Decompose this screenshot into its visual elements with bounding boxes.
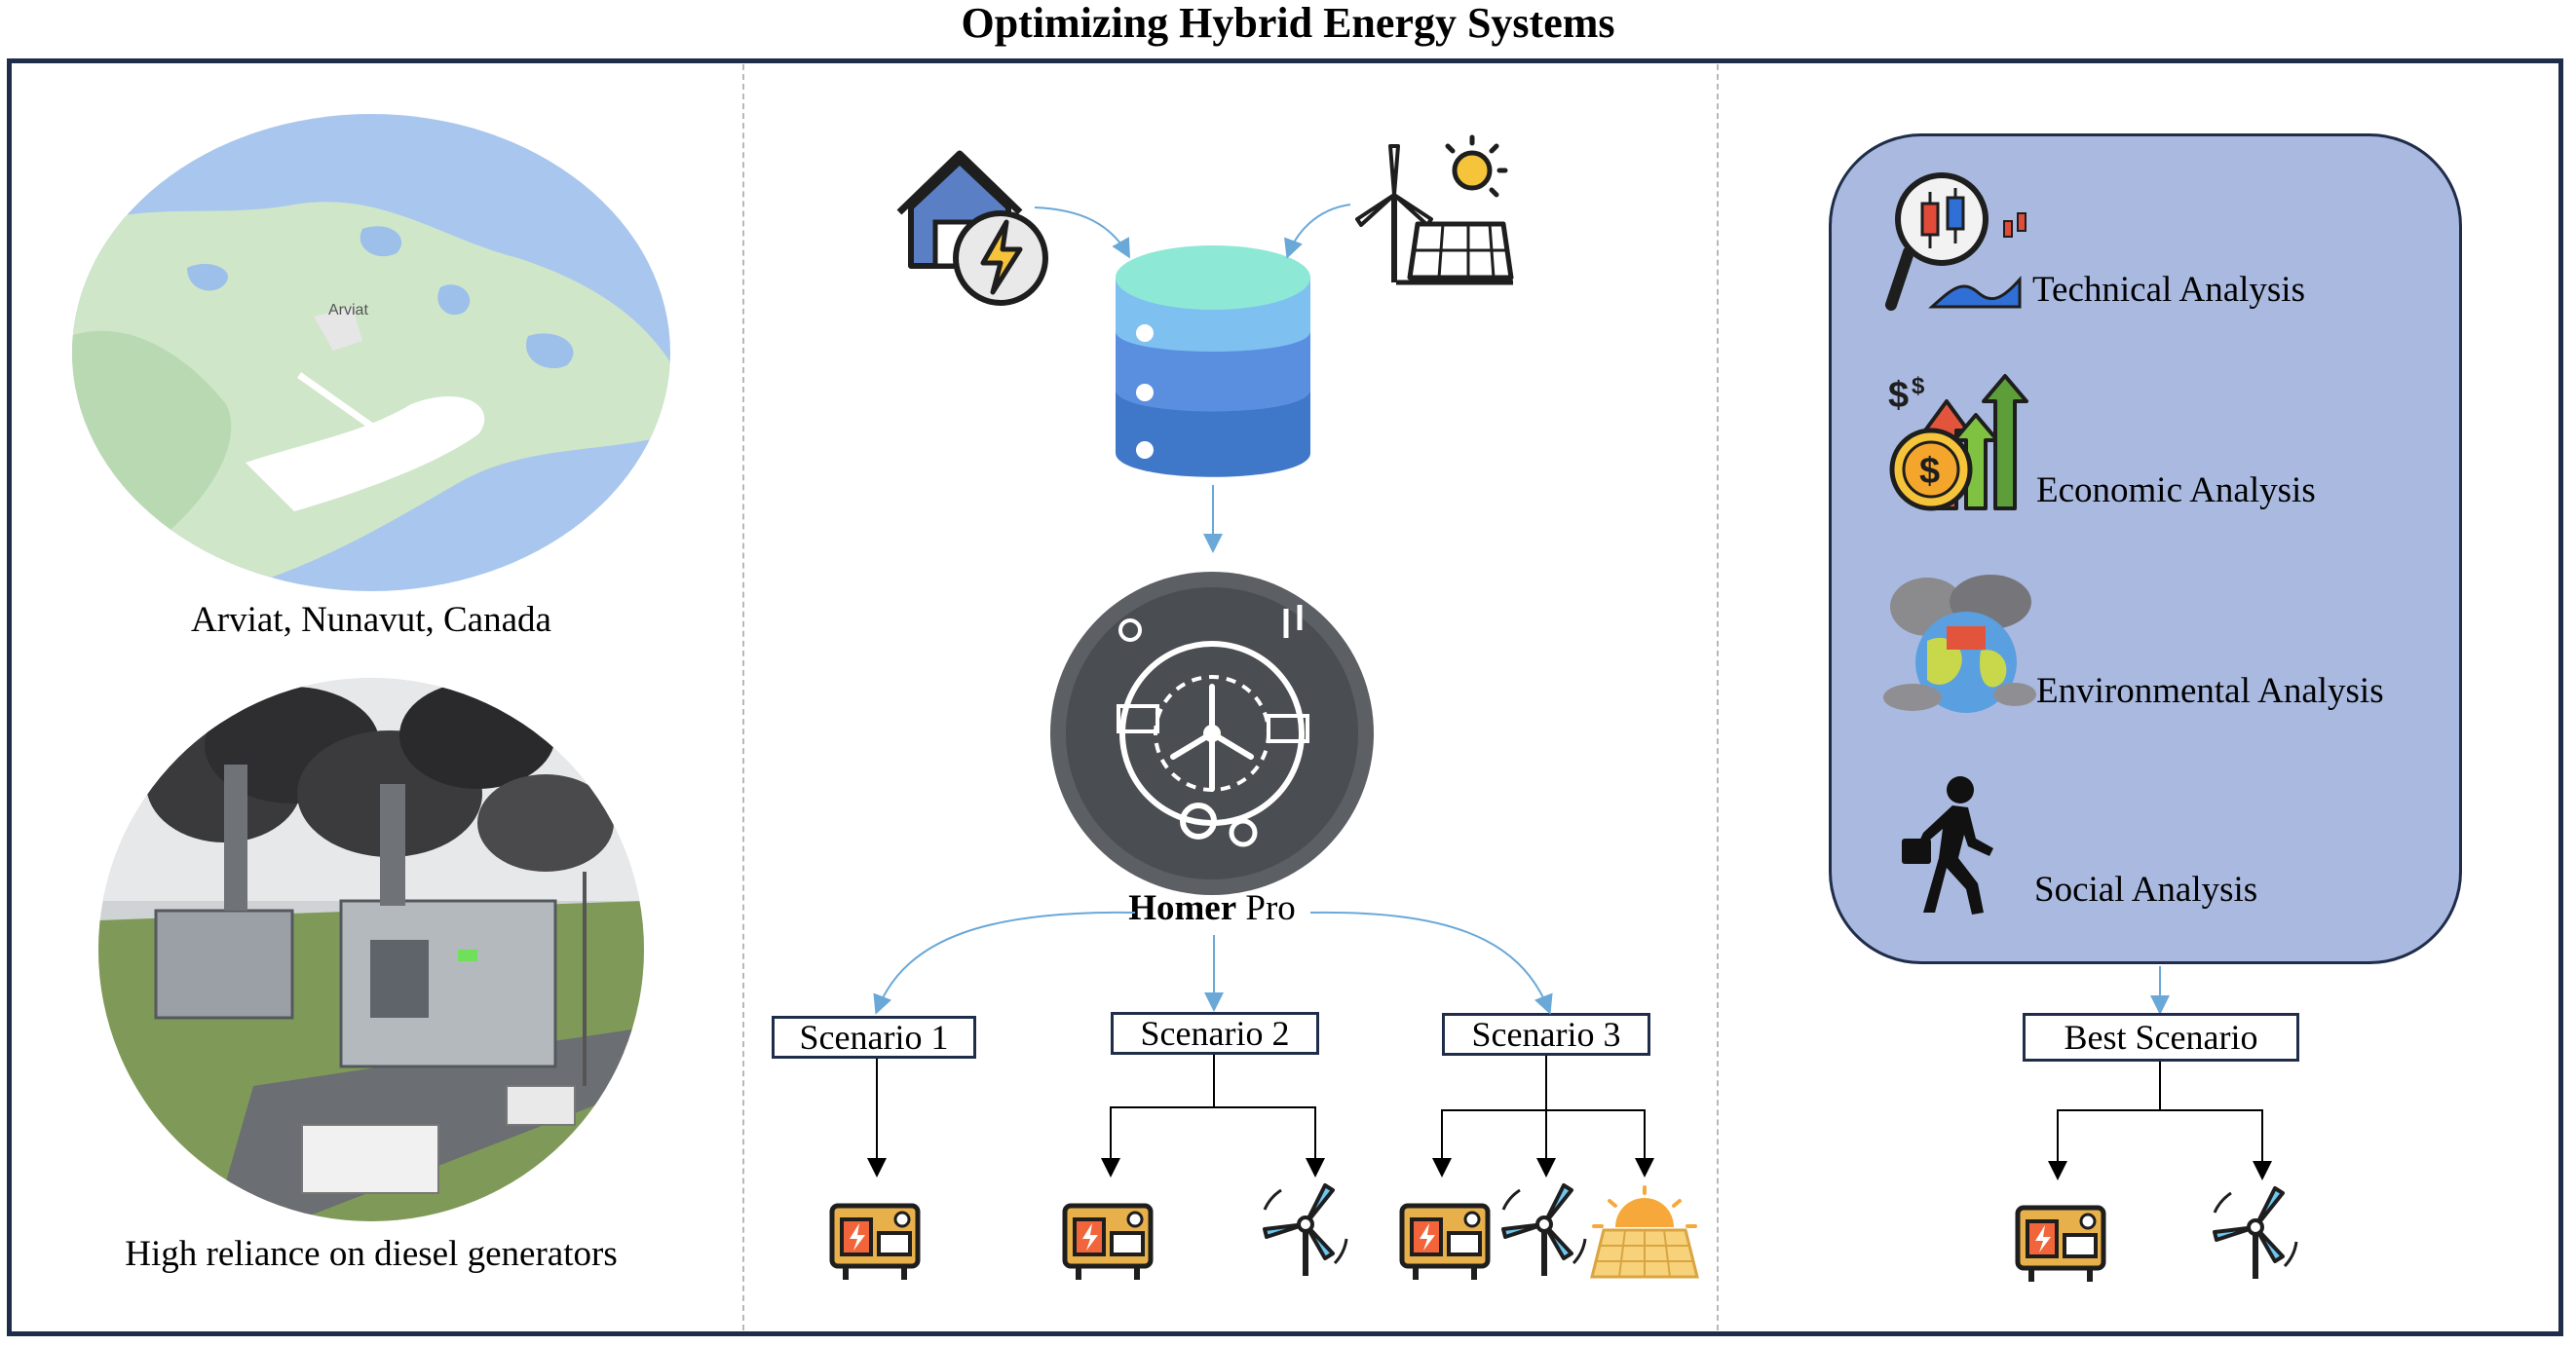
homer-label-bold: Homer	[1128, 888, 1237, 928]
homer-pro-label: Homer Pro	[1081, 889, 1343, 928]
technical-analysis-label: Technical Analysis	[2032, 270, 2305, 310]
house-to-database-arrow	[1034, 206, 1130, 259]
svg-text:$: $	[1912, 373, 1925, 399]
homer-to-scenario1-arrow	[873, 911, 1136, 1015]
walking-person-icon	[1902, 776, 1993, 915]
best-wind-turbine-icon	[2213, 1186, 2298, 1279]
solar-to-database-arrow	[1284, 204, 1351, 259]
scenario3-wind-turbine-icon	[1501, 1183, 1587, 1276]
scenario-2-box: Scenario 2	[1111, 1012, 1319, 1055]
database-icon	[1116, 245, 1310, 477]
best-scenario-box: Best Scenario	[2023, 1013, 2299, 1062]
scenario2-generator-icon	[1062, 1203, 1154, 1280]
diagram-frame	[7, 58, 2563, 1336]
polluted-earth-icon	[1883, 575, 2036, 713]
social-analysis-label: Social Analysis	[2034, 870, 2258, 910]
arviat-map: Arviat	[72, 114, 670, 591]
diesel-caption: High reliance on diesel generators	[125, 1234, 618, 1274]
scenario-3-box: Scenario 3	[1442, 1013, 1650, 1056]
best-generator-icon	[2015, 1205, 2106, 1282]
homer-pro-logo	[1050, 572, 1374, 895]
scenario3-solar-panel-icon	[1590, 1185, 1699, 1279]
panel-divider-right	[1717, 64, 1719, 1330]
dollar-growth-icon: $ $ $	[1888, 373, 2028, 511]
scenario-1-box: Scenario 1	[772, 1016, 976, 1059]
map-place-label: Arviat	[328, 302, 368, 318]
page-title: Optimizing Hybrid Energy Systems	[961, 0, 1615, 47]
house-electricity-icon	[896, 150, 1048, 306]
homer-to-scenario3-arrow	[1309, 911, 1553, 1015]
economic-analysis-label: Economic Analysis	[2036, 470, 2316, 510]
panel-divider-left	[742, 64, 744, 1330]
svg-text:$: $	[1888, 375, 1909, 416]
homer-label-rest: Pro	[1236, 888, 1296, 928]
map-caption: Arviat, Nunavut, Canada	[191, 600, 551, 640]
diesel-generators-illustration	[98, 678, 644, 1221]
scenario1-generator-icon	[829, 1203, 921, 1280]
wind-solar-icon	[1355, 134, 1514, 285]
scenario2-wind-turbine-icon	[1263, 1183, 1348, 1276]
svg-text:$: $	[1919, 451, 1940, 492]
candlestick-magnifier-icon	[1885, 172, 2027, 311]
scenario3-generator-icon	[1399, 1203, 1491, 1280]
environmental-analysis-label: Environmental Analysis	[2036, 671, 2384, 711]
